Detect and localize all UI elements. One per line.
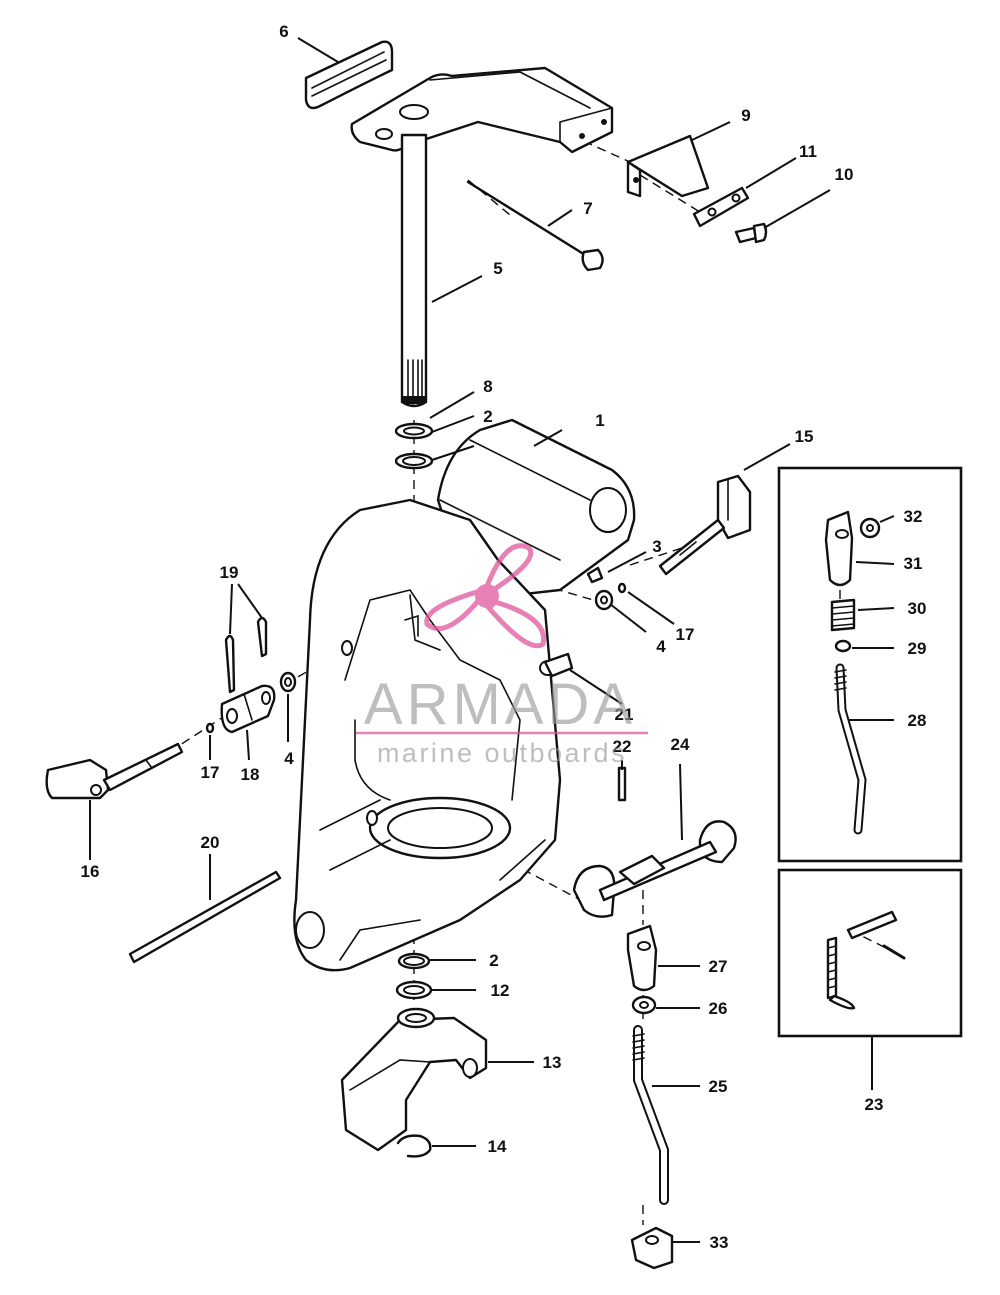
callout-15: 15 [795,427,814,446]
callout-2-lower: 2 [489,951,498,970]
callout-10: 10 [835,165,854,184]
callout-23: 23 [865,1095,884,1114]
part-10-bolt [734,222,768,244]
part-27-lever [626,924,658,992]
callout-30: 30 [908,599,927,618]
callout-6: 6 [279,22,288,41]
part-13-lower-yoke [340,1007,488,1152]
part-1-swivel-bracket [293,418,636,972]
callout-2-upper: 2 [483,407,492,426]
washers-upper [394,422,434,470]
part-20-rod [128,870,282,964]
part-4-washer-left [279,671,297,693]
propeller-icon [424,543,547,649]
callout-8: 8 [483,377,492,396]
part-15-tilt-pin [658,474,752,576]
callout-3: 3 [652,537,661,556]
watermark-tagline: marine outboards [377,738,627,768]
callout-16: 16 [81,862,100,881]
part-21-bushing [543,652,574,678]
callout-27: 27 [709,957,728,976]
part-24-tilt-lever [572,820,737,918]
callout-17-left: 17 [201,763,220,782]
part-26-washer [631,995,657,1015]
callout-31: 31 [904,554,923,573]
part-22-pin [617,766,627,802]
part-5-steering-arm [350,66,614,408]
washers-lower [395,952,433,1158]
part-16-tilt-pin [45,742,184,800]
callout-11: 11 [799,142,817,161]
callout-7: 7 [583,199,592,218]
callout-22: 22 [613,737,632,756]
part-33-clip [630,1226,674,1270]
callout-33: 33 [710,1233,729,1252]
callout-4-right: 4 [656,637,666,656]
watermark: ARMADA marine outboards [356,543,648,768]
callout-29: 29 [908,639,927,658]
callout-labels: 1 2 2 3 4 4 5 6 7 8 9 10 11 12 13 14 15 … [81,22,927,1252]
callout-17-right: 17 [676,625,695,644]
part-25-rod [632,1025,669,1205]
part-18-lock-block [220,684,276,734]
inset-28-32 [777,466,963,863]
callout-1: 1 [595,411,604,430]
watermark-brand: ARMADA [364,672,636,737]
callout-20: 20 [201,833,220,852]
callout-25: 25 [709,1077,728,1096]
callout-28: 28 [908,711,927,730]
part-19-cotter-pins [224,616,268,694]
callout-12: 12 [491,981,510,1000]
part-7-bolt [466,180,604,272]
callout-14: 14 [488,1137,507,1156]
callout-26: 26 [709,999,728,1018]
small-hardware-right [586,566,627,611]
callout-21: 21 [615,705,634,724]
callout-13: 13 [543,1053,562,1072]
part-6-pad [304,40,394,110]
callout-9: 9 [741,106,750,125]
callout-4-left: 4 [284,749,294,768]
part-9-bracket [626,134,710,198]
leader-lines [89,37,895,1243]
part-11-clip [692,186,750,228]
part-17-small-left [205,722,215,734]
callout-24: 24 [671,735,690,754]
callout-19: 19 [220,563,239,582]
inset-23 [777,868,963,1038]
callout-18: 18 [241,765,260,784]
callout-5: 5 [493,259,502,278]
callout-32: 32 [904,507,923,526]
